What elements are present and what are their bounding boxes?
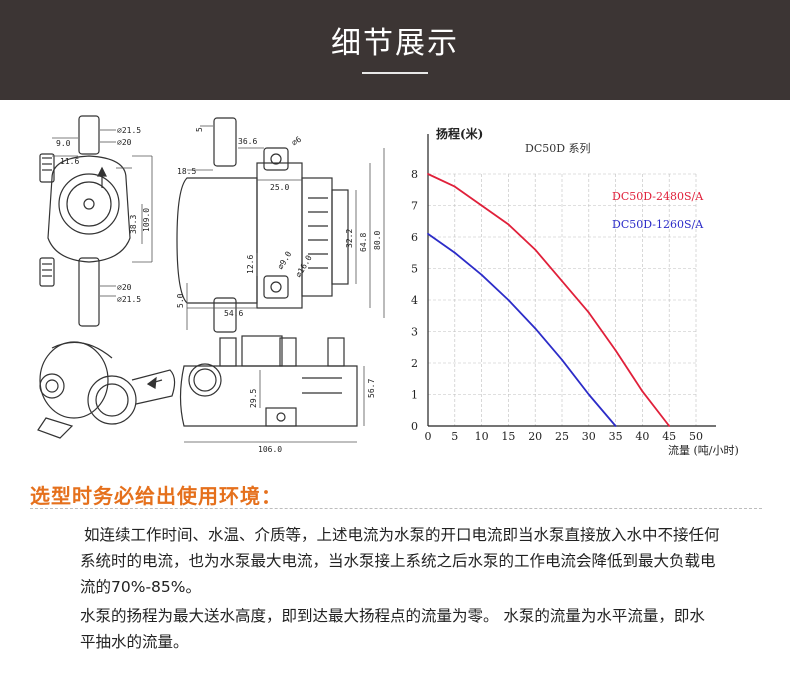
dim-label: ∅16.0 xyxy=(294,253,314,279)
dim-label: 18.5 xyxy=(177,167,196,176)
dim-label: 5.0 xyxy=(176,293,185,308)
section-title: 选型时务必给出使用环境： xyxy=(30,484,282,508)
x-tick-label: 40 xyxy=(635,430,649,443)
dim-label: 9.0 xyxy=(56,139,71,148)
data-point xyxy=(534,248,537,251)
dim-label: 56.7 xyxy=(367,379,376,398)
dim-label: ∅21.5 xyxy=(117,295,141,304)
y-tick-label: 8 xyxy=(411,168,418,181)
isometric-drawing xyxy=(37,341,176,439)
side-view-drawing xyxy=(176,117,349,333)
x-tick-label: 20 xyxy=(528,430,542,443)
y-tick-label: 1 xyxy=(411,389,418,402)
x-tick-label: 30 xyxy=(582,430,596,443)
data-point xyxy=(453,185,456,188)
x-axis-label: 流量 (吨/小时) xyxy=(668,443,739,457)
data-point xyxy=(668,425,671,427)
y-tick-label: 3 xyxy=(411,326,418,339)
data-point xyxy=(587,393,590,396)
y-tick-label: 4 xyxy=(411,294,418,307)
y-axis-label: 扬程(米) xyxy=(436,126,483,141)
pump-technical-drawings: 9.0 11.6 ∅21.5 ∅20 38.3 109.0 ∅20 ∅21.5 … xyxy=(37,115,385,454)
dim-label: 38.3 xyxy=(129,215,138,234)
x-tick-label: 5 xyxy=(451,430,458,443)
dim-label: ∅6 xyxy=(290,135,303,148)
front-view-drawing xyxy=(39,115,131,327)
dim-label: 25.0 xyxy=(270,183,289,192)
title-underline xyxy=(362,72,428,74)
data-point xyxy=(561,358,563,361)
x-tick-label: 15 xyxy=(501,430,515,443)
series-line xyxy=(427,233,617,427)
series-line xyxy=(427,173,670,427)
dim-label: 5 xyxy=(195,127,204,132)
dim-label: 80.0 xyxy=(373,231,382,250)
dim-label: 11.6 xyxy=(60,157,79,166)
dim-label: ∅20 xyxy=(117,138,132,147)
x-tick-label: 25 xyxy=(555,430,569,443)
dim-label: 36.6 xyxy=(238,137,257,146)
data-point xyxy=(507,299,510,301)
dim-label: 109.0 xyxy=(142,208,151,232)
data-point xyxy=(427,232,429,235)
y-tick-label: 6 xyxy=(411,231,418,244)
paragraph-head-flow: 水泵的扬程为最大送水高度，即到达最大扬程点的流量为零。 水泵的流量为水平流量，即… xyxy=(80,607,705,651)
dim-label: 12.6 xyxy=(246,255,255,274)
chart-axes xyxy=(427,134,716,427)
x-tick-label: 10 xyxy=(475,430,489,443)
paragraph-environment: 如连续工作时间、水温、介质等，上述电流为水泵的开口电流即当水泵直接放入水中不接任… xyxy=(80,526,720,596)
dim-label: ∅21.5 xyxy=(117,126,141,135)
data-point xyxy=(561,280,563,282)
legend-entry: DC50D-1260S/A xyxy=(612,218,704,231)
data-point xyxy=(534,327,537,330)
x-tick-label: 50 xyxy=(689,430,703,443)
page-title: 细节展示 xyxy=(331,26,459,61)
data-point xyxy=(507,223,510,226)
data-point xyxy=(453,251,456,254)
x-tick-label: 0 xyxy=(425,430,432,443)
y-tick-label: 0 xyxy=(411,420,418,433)
chart-title: DC50D 系列 xyxy=(525,141,591,155)
y-tick-label: 2 xyxy=(411,357,418,370)
data-point xyxy=(427,173,429,175)
data-point xyxy=(480,204,483,207)
data-point xyxy=(641,390,644,393)
header-banner: 细节展示 xyxy=(0,0,790,100)
dim-label: ∅20 xyxy=(117,283,132,292)
y-tick-label: 5 xyxy=(411,263,418,276)
dim-label: 29.5 xyxy=(249,389,258,408)
dim-label: 106.0 xyxy=(258,445,282,454)
dim-label: ∅9.0 xyxy=(276,250,294,271)
data-point xyxy=(480,273,483,276)
data-point xyxy=(587,311,590,314)
bottom-view-drawing xyxy=(179,335,358,427)
dim-label: 32.2 xyxy=(345,229,354,248)
dim-label: 54.6 xyxy=(224,309,243,318)
chart-grid xyxy=(427,173,697,427)
x-tick-label: 45 xyxy=(662,430,676,443)
legend-entry: DC50D-2480S/A xyxy=(612,190,704,203)
y-tick-label: 7 xyxy=(411,200,418,213)
dashed-divider xyxy=(30,508,762,509)
chart-series xyxy=(427,173,671,427)
data-point xyxy=(614,349,617,352)
x-tick-label: 35 xyxy=(609,430,623,443)
dim-label: 64.8 xyxy=(359,233,368,252)
data-point xyxy=(614,425,617,427)
